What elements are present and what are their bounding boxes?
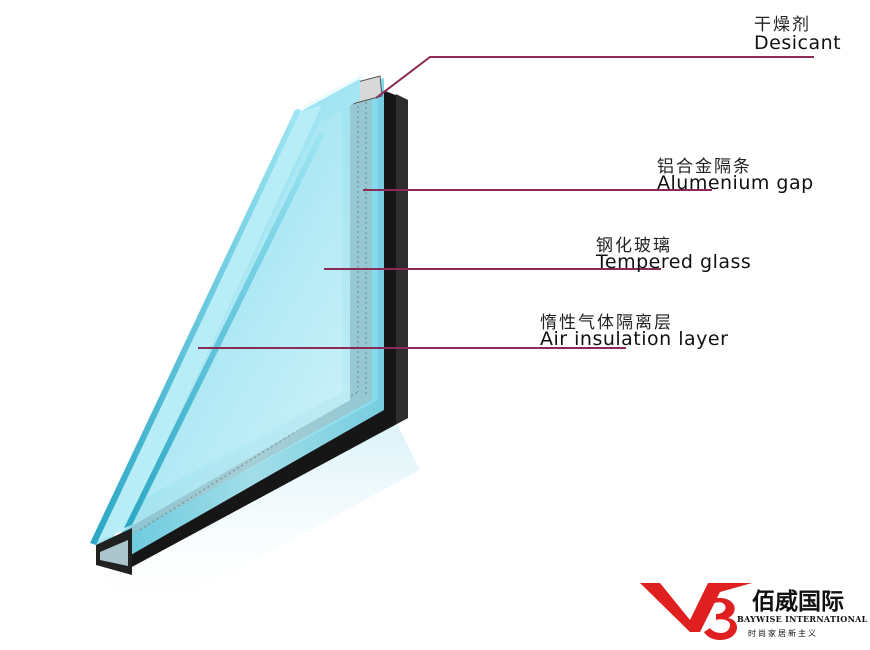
logo-name-en: BAYWISE INTERNATIONAL xyxy=(737,614,868,624)
back-pane xyxy=(122,78,384,560)
desicant-label-cn: 干燥剂 xyxy=(754,15,811,35)
desicant-label-en: Desicant xyxy=(754,32,842,54)
alumenium-gap-label-cn: 铝合金隔条 xyxy=(657,157,752,177)
tempered-glass-label-cn: 钢化玻璃 xyxy=(596,236,672,256)
frame-body xyxy=(102,88,408,568)
baywise-logo-icon xyxy=(640,583,752,640)
frame-bottom-light xyxy=(100,540,128,566)
front-pane-edge xyxy=(90,108,302,545)
middle-pane-edge xyxy=(124,132,326,528)
air-insulation-label-cn: 惰性气体隔离层 xyxy=(540,313,673,333)
logo-slogan: 时尚家居新主义 xyxy=(748,629,818,638)
front-pane-face xyxy=(92,96,350,540)
logo-name-cn: 佰威国际 xyxy=(752,589,844,615)
alumenium-gap-label-en: Alumenium gap xyxy=(657,172,814,194)
tempered-glass-label-en: Tempered glass xyxy=(596,251,752,273)
leader-desicant xyxy=(375,56,814,99)
air-insulation-label-en: Air insulation layer xyxy=(540,328,729,350)
top-edge-highlight xyxy=(299,74,363,112)
floor-reflection xyxy=(100,420,420,625)
frame-side xyxy=(396,94,408,424)
